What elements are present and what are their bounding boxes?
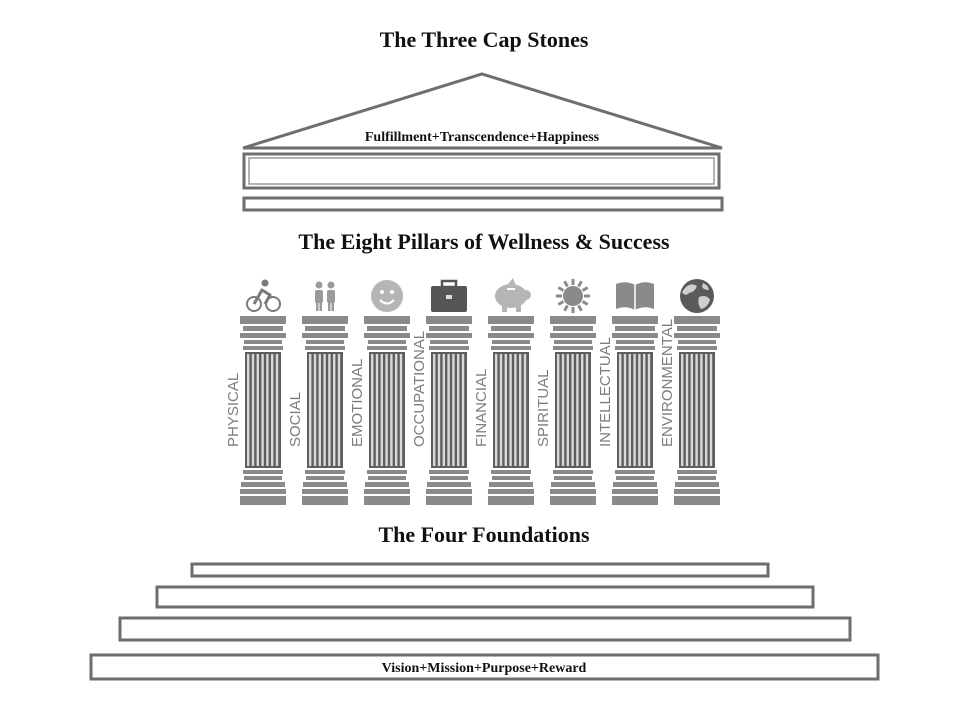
capstones-title: The Three Cap Stones — [379, 27, 589, 52]
pillar-environmental: ENVIRONMENTAL — [659, 279, 720, 505]
pillar-label: OCCUPATIONAL — [411, 331, 428, 447]
cyclist-icon — [246, 279, 281, 312]
pillar-intellectual: INTELLECTUAL — [597, 282, 658, 505]
globe-icon — [680, 279, 714, 313]
smiley-face-icon — [371, 280, 403, 312]
pillars-group: PHYSICAL SOCIAL EMOTIONAL OCCUPATIONAL FINAN… — [225, 278, 720, 505]
step-4 — [89, 653, 880, 681]
pillar-spiritual: SPIRITUAL — [535, 279, 596, 505]
roof: Fulfillment+Transcendence+Happiness — [242, 72, 723, 150]
pillar-emotional: EMOTIONAL — [349, 280, 410, 505]
people-icon — [315, 281, 335, 311]
pillar-label: PHYSICAL — [225, 373, 242, 447]
pillars-title: The Eight Pillars of Wellness & Success — [298, 229, 670, 254]
briefcase-icon — [431, 279, 467, 312]
entablature — [242, 152, 724, 212]
pillar-occupational: OCCUPATIONAL — [411, 279, 472, 505]
base-text: Vision+Mission+Purpose+Reward — [382, 661, 587, 676]
foundation-steps: Vision+Mission+Purpose+Reward — [89, 562, 880, 681]
piggy-bank-icon — [495, 278, 531, 312]
pillar-financial: FINANCIAL — [473, 278, 534, 505]
step-3 — [118, 616, 852, 642]
pillar-label: FINANCIAL — [473, 369, 490, 447]
foundations-title: The Four Foundations — [378, 522, 590, 547]
step-1 — [190, 562, 770, 578]
pillar-label: INTELLECTUAL — [597, 337, 614, 447]
sun-icon — [556, 279, 590, 313]
open-book-icon — [616, 282, 654, 310]
step-2 — [155, 585, 815, 609]
pillar-physical: PHYSICAL — [225, 279, 286, 505]
pillar-social: SOCIAL — [287, 281, 348, 505]
pillar-label: SPIRITUAL — [535, 369, 552, 447]
roof-text: Fulfillment+Transcendence+Happiness — [365, 130, 600, 145]
pillar-label: EMOTIONAL — [349, 359, 366, 447]
pillar-label: SOCIAL — [287, 392, 304, 447]
pillar-label: ENVIRONMENTAL — [659, 319, 676, 447]
